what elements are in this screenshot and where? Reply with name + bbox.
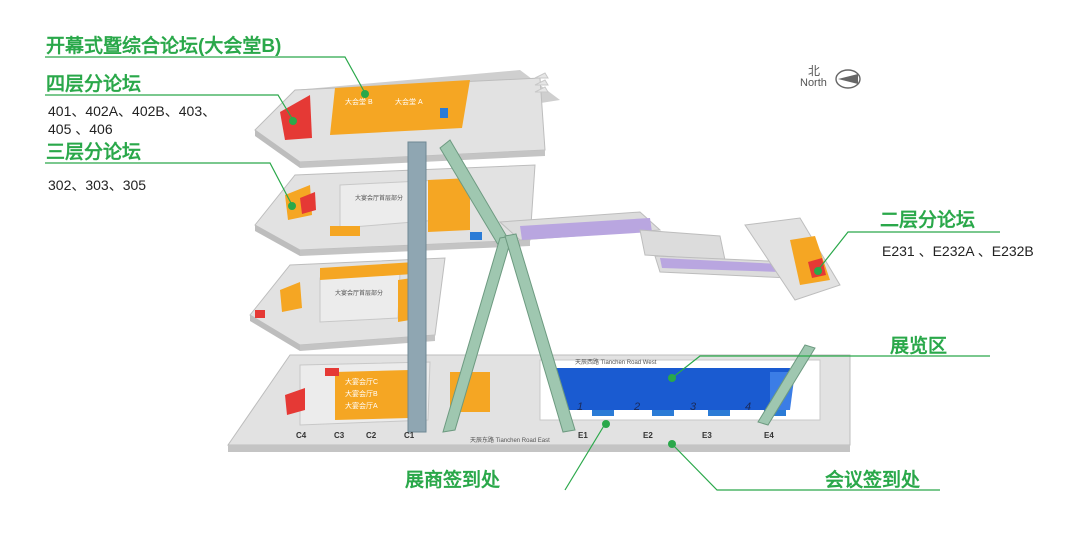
compass-cn: 北 — [808, 64, 821, 78]
east-corridor — [498, 211, 841, 301]
gate-e1: E1 — [578, 431, 588, 440]
north-arrow-icon — [835, 69, 861, 89]
opening-forum-label: 开幕式暨综合论坛(大会堂B) — [46, 36, 282, 57]
floor3-title: 大宴会厅首层部分 — [355, 194, 403, 202]
ballroom-block — [335, 370, 410, 420]
fourth-floor-rooms-1: 401、402A、402B、403、 — [48, 103, 217, 119]
exhibition-hall-area — [552, 368, 790, 410]
escalators — [439, 139, 816, 433]
callout-dots — [288, 90, 822, 448]
elevator-shaft — [407, 141, 427, 433]
floor-2-slab — [249, 257, 446, 351]
compass-en: North — [800, 77, 827, 89]
second-floor-rooms: E231 、E232A 、E232B — [882, 243, 1034, 259]
map-annotations: 大宴会厅首层部分 大宴会厅首层部分 天辰西路 Tianchen Road Wes… — [335, 194, 657, 444]
ballroom-c-label: 大宴会厅C — [345, 377, 378, 386]
hall-number-1: 1 — [577, 401, 583, 413]
exhibitor-checkin-label: 展商签到处 — [405, 470, 501, 491]
hall-b-label: 大会堂 B — [345, 97, 373, 106]
hall-numbers: 1 2 3 4 — [577, 401, 751, 413]
hall-number-4: 4 — [745, 401, 751, 413]
second-floor-label: 二层分论坛 — [880, 210, 976, 231]
gate-c4: C4 — [296, 431, 307, 440]
gate-labels: C4 C3 C2 C1 E1 E2 E3 E4 — [296, 431, 774, 440]
gate-e4: E4 — [764, 431, 774, 440]
floor-3-slab — [254, 164, 536, 256]
stair-arrows — [534, 72, 549, 93]
fourth-floor-label: 四层分论坛 — [46, 74, 142, 95]
floor-4-hall-block — [330, 80, 470, 135]
exhibition-label: 展览区 — [890, 336, 948, 357]
third-floor-label: 三层分论坛 — [46, 142, 142, 163]
gate-e2: E2 — [643, 431, 653, 440]
ballroom-a-label: 大宴会厅A — [345, 401, 378, 410]
road-east-label: 天辰东路 Tianchen Road East — [470, 436, 550, 444]
callout-lines — [45, 56, 1000, 491]
compass: 北 North — [800, 62, 870, 96]
ballroom-b-label: 大宴会厅B — [345, 389, 378, 398]
gate-c1: C1 — [404, 431, 415, 440]
hall-number-2: 2 — [633, 401, 640, 413]
hall-labels: 大会堂 B 大会堂 A 大宴会厅C 大宴会厅B 大宴会厅A — [345, 97, 423, 410]
hall-number-3: 3 — [690, 401, 697, 413]
road-west-label: 天辰西路 Tianchen Road West — [575, 358, 657, 366]
third-floor-rooms: 302、303、305 — [48, 177, 147, 193]
gate-c3: C3 — [334, 431, 345, 440]
fourth-floor-rooms-2: 405 、406 — [48, 121, 113, 137]
hall-a-label: 大会堂 A — [395, 97, 423, 106]
meeting-checkin-label: 会议签到处 — [825, 470, 921, 491]
gate-c2: C2 — [366, 431, 377, 440]
gate-e3: E3 — [702, 431, 712, 440]
floor2-title: 大宴会厅首层部分 — [335, 289, 383, 297]
